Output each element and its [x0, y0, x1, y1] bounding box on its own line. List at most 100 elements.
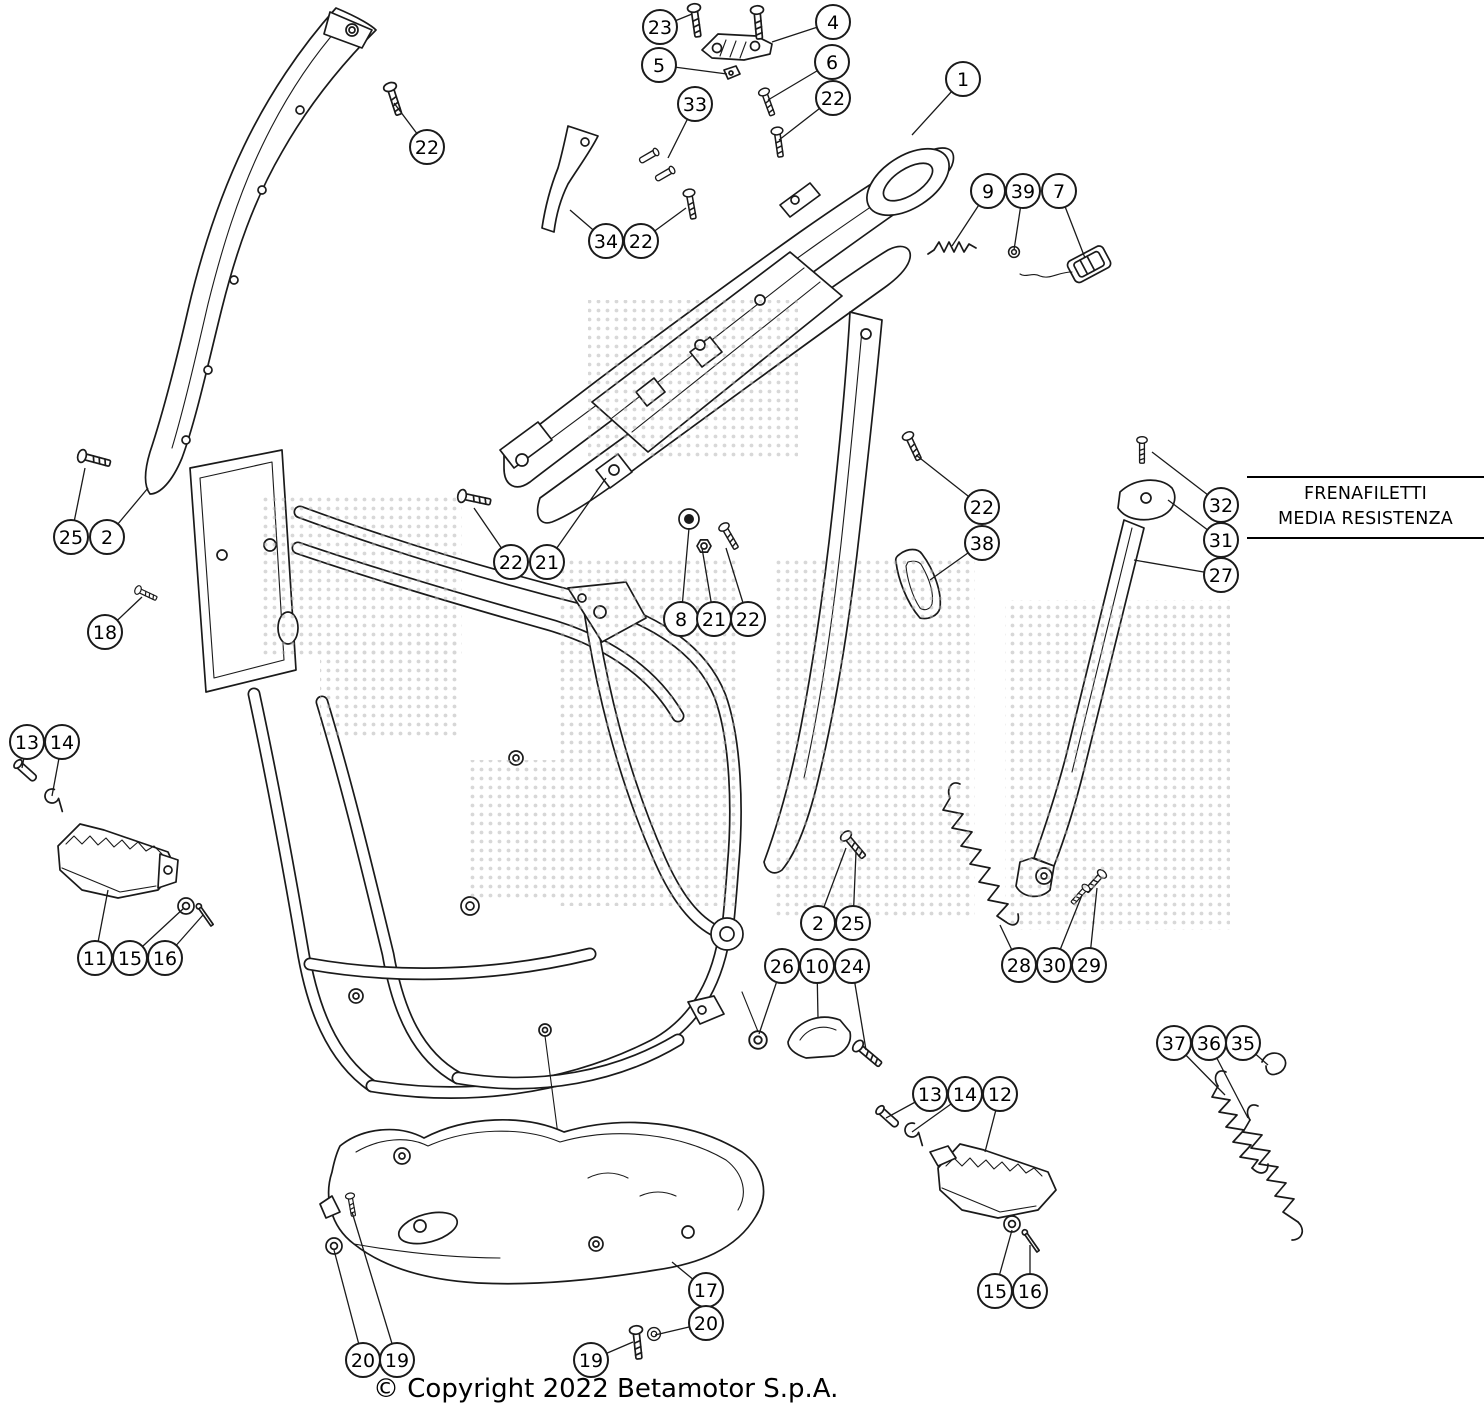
- leader-line-19-50: [351, 1211, 398, 1361]
- svg-text:34: 34: [594, 231, 618, 253]
- svg-text:27: 27: [1209, 565, 1233, 587]
- callout-11-28: 11: [77, 940, 113, 976]
- svg-text:22: 22: [415, 137, 439, 159]
- svg-text:13: 13: [918, 1084, 942, 1106]
- svg-text:33: 33: [683, 94, 707, 116]
- callout-31-24: 31: [1203, 522, 1239, 558]
- callout-8-18: 8: [663, 601, 699, 637]
- callout-22-7: 22: [409, 129, 445, 165]
- svg-text:21: 21: [535, 552, 559, 574]
- callout-25-13: 25: [53, 519, 89, 555]
- callout-33-4: 33: [677, 86, 713, 122]
- svg-text:39: 39: [1011, 181, 1035, 203]
- svg-text:16: 16: [153, 948, 177, 970]
- callout-19-51: 19: [573, 1342, 609, 1378]
- svg-text:7: 7: [1053, 181, 1065, 203]
- svg-text:2: 2: [812, 913, 824, 935]
- svg-text:20: 20: [694, 1313, 718, 1335]
- svg-text:31: 31: [1209, 530, 1233, 552]
- footpeg-left-drawing: [57, 823, 179, 899]
- callout-15-45: 15: [977, 1273, 1013, 1309]
- svg-text:8: 8: [675, 609, 687, 631]
- callout-16-30: 16: [147, 940, 183, 976]
- callout-21-19: 21: [696, 601, 732, 637]
- svg-text:14: 14: [50, 732, 74, 754]
- callout-13-26: 13: [9, 724, 45, 760]
- svg-text:24: 24: [840, 956, 864, 978]
- svg-text:25: 25: [841, 913, 865, 935]
- callout-18-15: 18: [87, 614, 123, 650]
- callout-2-14: 2: [89, 519, 125, 555]
- svg-text:11: 11: [83, 948, 107, 970]
- svg-text:36: 36: [1197, 1033, 1221, 1055]
- svg-text:35: 35: [1231, 1033, 1255, 1055]
- svg-text:13: 13: [15, 732, 39, 754]
- copyright-text: © Copyright 2022 Betamotor S.p.A.: [373, 1374, 839, 1404]
- svg-text:28: 28: [1007, 955, 1031, 977]
- callout-28-36: 28: [1001, 947, 1037, 983]
- callout-12-44: 12: [982, 1076, 1018, 1112]
- svg-text:22: 22: [629, 231, 653, 253]
- callout-17-47: 17: [688, 1272, 724, 1308]
- svg-text:21: 21: [702, 609, 726, 631]
- svg-text:22: 22: [821, 88, 845, 110]
- leader-line-20-49: [333, 1249, 364, 1361]
- callout-22-16: 22: [493, 544, 529, 580]
- fasteners-drawing: [11, 2, 1148, 1361]
- callout-36-40: 36: [1191, 1025, 1227, 1061]
- callout-14-27: 14: [44, 724, 80, 760]
- callout-37-39: 37: [1156, 1025, 1192, 1061]
- svg-text:20: 20: [351, 1350, 375, 1372]
- callout-9-8: 9: [970, 173, 1006, 209]
- svg-text:32: 32: [1209, 495, 1233, 517]
- callout-21-17: 21: [529, 544, 565, 580]
- svg-text:15: 15: [983, 1281, 1007, 1303]
- callout-6-3: 6: [814, 44, 850, 80]
- svg-text:4: 4: [827, 12, 839, 34]
- callout-26-33: 26: [764, 948, 800, 984]
- callout-27-25: 27: [1203, 557, 1239, 593]
- callout-4-1: 4: [815, 4, 851, 40]
- callout-22-21: 22: [964, 489, 1000, 525]
- svg-text:1: 1: [957, 69, 969, 91]
- thread-locker-note: FRENAFILETTI MEDIA RESISTENZA: [1247, 476, 1484, 539]
- svg-text:22: 22: [736, 609, 760, 631]
- callout-22-20: 22: [730, 601, 766, 637]
- svg-text:9: 9: [982, 181, 994, 203]
- callout-13-42: 13: [912, 1076, 948, 1112]
- note-line-1: FRENAFILETTI: [1303, 484, 1427, 504]
- callout-22-12: 22: [623, 223, 659, 259]
- callout-23-0: 23: [642, 9, 678, 45]
- callout-1-6: 1: [945, 61, 981, 97]
- callout-20-49: 20: [345, 1342, 381, 1378]
- svg-text:29: 29: [1077, 955, 1101, 977]
- callout-7-10: 7: [1041, 173, 1077, 209]
- callout-2-31: 2: [800, 905, 836, 941]
- callout-16-46: 16: [1012, 1273, 1048, 1309]
- callout-38-22: 38: [964, 525, 1000, 561]
- svg-text:16: 16: [1018, 1281, 1042, 1303]
- callout-14-43: 14: [947, 1076, 983, 1112]
- svg-text:17: 17: [694, 1280, 718, 1302]
- svg-text:15: 15: [118, 948, 142, 970]
- svg-text:22: 22: [970, 497, 994, 519]
- callout-32-23: 32: [1203, 487, 1239, 523]
- callout-15-29: 15: [112, 940, 148, 976]
- callout-20-48: 20: [688, 1305, 724, 1341]
- svg-text:14: 14: [953, 1084, 977, 1106]
- callout-19-50: 19: [379, 1342, 415, 1378]
- callout-29-38: 29: [1071, 947, 1107, 983]
- svg-text:23: 23: [648, 17, 672, 39]
- svg-text:26: 26: [770, 956, 794, 978]
- svg-text:38: 38: [970, 533, 994, 555]
- callout-24-35: 24: [834, 948, 870, 984]
- svg-text:22: 22: [499, 552, 523, 574]
- callout-30-37: 30: [1036, 947, 1072, 983]
- callout-35-41: 35: [1225, 1025, 1261, 1061]
- note-line-2: MEDIA RESISTENZA: [1278, 509, 1453, 530]
- svg-text:18: 18: [93, 622, 117, 644]
- svg-text:19: 19: [385, 1350, 409, 1372]
- left-side-panel-drawing: [144, 7, 377, 495]
